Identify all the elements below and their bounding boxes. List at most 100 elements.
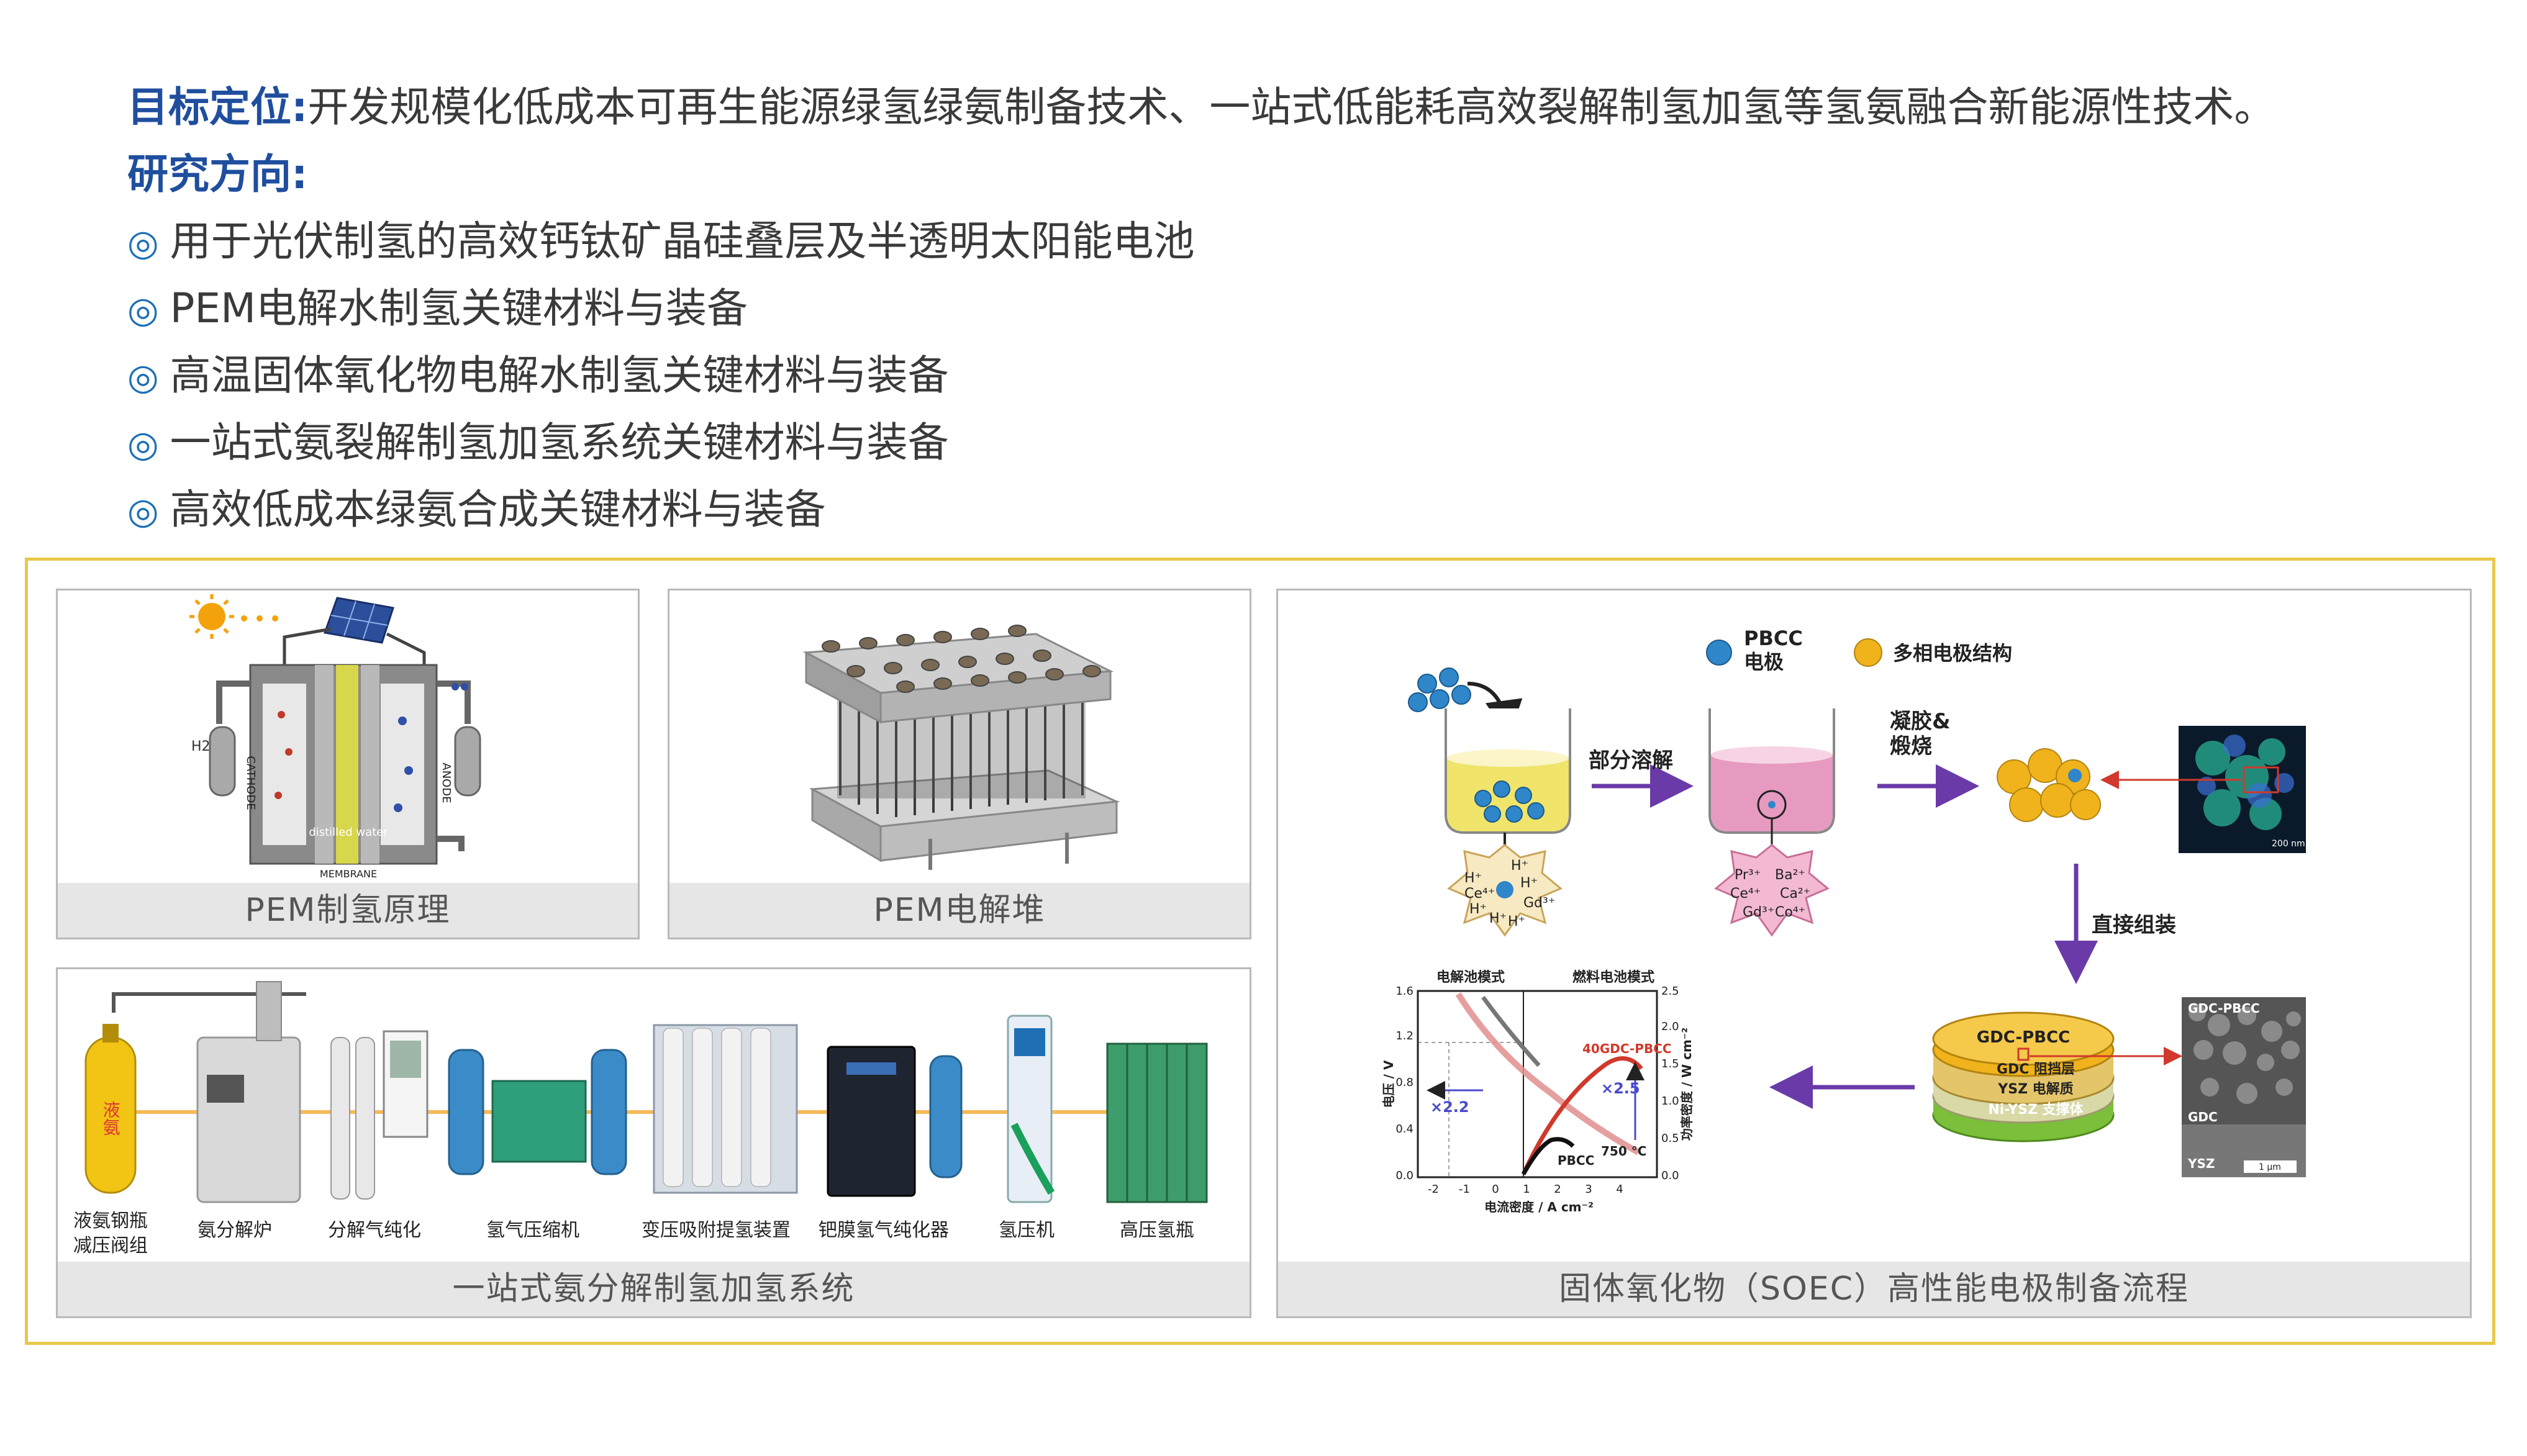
temp-label: 750 °C [1601,1144,1646,1159]
layer-ysz: YSZ 电解质 [1997,1081,2073,1097]
ion-label: Pr³⁺ [1735,867,1761,883]
cracking-furnace-icon [196,981,301,1203]
cell-layers: GDC-PBCC GDC 阻挡层 YSZ 电解质 Ni-YSZ 支撑体 [1932,1011,2115,1142]
equipment-label: 高压氢瓶 [1120,1219,1194,1241]
performance-chart: 电解池模式 燃料电池模式 0.0 0.4 0.8 1.2 1.6 0.0 0.5 [1381,969,1694,1214]
water-label: distilled water [309,826,388,839]
direction-text: 用于光伏制氢的高效钙钛矿晶硅叠层及半透明太阳能电池 [170,217,1195,265]
mode-right: 燃料电池模式 [1572,969,1654,985]
ytick-right: 2.0 [1661,1020,1679,1033]
goal-text: 开发规模化低成本可再生能源绿氢绿氨制备技术、一站式低能耗高效裂解制氢加氢等氢氨融… [307,83,2275,131]
caption-pem-principle: PEM制氢原理 [58,883,638,938]
ammonia-cylinder-icon: 液氨 [84,1024,137,1194]
step-partial-dissolve: 部分溶解 [1589,748,1673,773]
ytick-right: 0.5 [1661,1132,1679,1145]
h2-label: H2 [191,739,211,754]
iv-curve-old [1481,995,1541,1067]
factor-right: ×2.5 [1601,1080,1640,1097]
hydrogen-system-equipment: 液氨 [73,981,1208,1257]
sun-icon [189,594,278,639]
ytick-left: 0.4 [1395,1123,1413,1136]
bullet-icon: ◎ [127,356,159,398]
beaker-pink [1708,708,1835,834]
ion-label: Ce⁴⁺ [1730,886,1761,902]
iv-curve-new [1455,992,1640,1155]
factor-left: ×2.2 [1430,1098,1469,1116]
h2-cylinder-icon [209,726,236,797]
ion-label: Ce⁴⁺ [1464,886,1495,902]
equipment-label: 分解气纯化 [328,1219,421,1241]
ytick-right: 1.5 [1661,1057,1679,1070]
direction-item: ◎ 高温固体氧化物电解水制氢关键材料与装备 [127,348,949,405]
ion-label: Ca²⁺ [1780,886,1810,902]
goal-line: 目标定位:开发规模化低成本可再生能源绿氢绿氨制备技术、一站式低能耗高效裂解制氢加… [127,79,2275,135]
hp-cylinder-rack-icon [1106,1042,1208,1203]
ion-label: H⁺ [1469,902,1487,917]
membrane [336,665,358,864]
palladium-purifier-icon [827,1046,963,1197]
ion-label: Co⁴⁺ [1775,905,1805,920]
psa-unit-icon [653,1024,798,1194]
multiphase-particle-icon [1854,638,1882,667]
ion-label: Gd³⁺ [1743,905,1774,920]
goal-label: 目标定位: [127,83,308,131]
layer-nysz: Ni-YSZ 支撑体 [1988,1102,2084,1118]
pem-principle-diagram: H2 CATHODE ANODE distilled water MEMBRAN… [189,594,481,880]
xtick: -2 [1428,1183,1439,1196]
bullet-icon: ◎ [127,423,159,465]
solar-panel-icon [323,597,394,644]
direction-text: 一站式氨裂解制氢加氢系统关键材料与装备 [170,418,949,466]
ion-label: H⁺ [1489,911,1507,926]
hydrogen-compressor-icon [448,1049,627,1175]
equipment-label: 液氨钢瓶减压阀组 [73,1210,148,1257]
bullet-icon: ◎ [127,289,159,331]
ion-label: H⁺ [1511,858,1528,874]
bullet-icon: ◎ [127,490,159,532]
ytick-left: 0.8 [1395,1076,1413,1089]
power-curve-new [1521,1056,1643,1175]
sem-scale-2: 1 μm [2259,1162,2281,1172]
equipment-label: 氢气压缩机 [486,1219,579,1241]
direction-text: 高温固体氧化物电解水制氢关键材料与装备 [170,351,949,399]
xlabel: 电流密度 / A cm⁻² [1484,1200,1594,1214]
ion-label: H⁺ [1508,914,1525,929]
o2-cylinder-icon [454,726,481,797]
ytick-right: 0.0 [1661,1169,1679,1182]
sem-image-1: 200 nm [2179,726,2306,853]
xtick: 1 [1523,1183,1530,1196]
bullet-icon: ◎ [127,222,159,264]
panel-hydrogen-system: 液氨 [56,967,1251,1318]
ion-label: H⁺ [1464,870,1482,886]
beaker-yellow [1445,708,1571,834]
ylabel-left: 电压 / V [1381,1060,1396,1108]
panel-pem-principle: H2 CATHODE ANODE distilled water MEMBRAN… [56,589,640,939]
sem-label: GDC-PBCC [2188,1001,2260,1016]
membrane-label: MEMBRANE [320,868,377,880]
xtick: 4 [1616,1183,1623,1196]
direction-heading: 研究方向: [127,147,307,202]
anode-label: ANODE [440,762,453,803]
caption-hydrogen-system: 一站式氨分解制氢加氢系统 [58,1262,1250,1316]
equipment-label: 氢压机 [999,1219,1055,1241]
sem-scale-1: 200 nm [2272,839,2305,849]
xtick: 2 [1554,1183,1561,1196]
ion-label: Ba²⁺ [1775,867,1805,883]
panel-pem-stack: PEM电解堆 [668,589,1251,939]
direction-text: PEM电解水制氢关键材料与装备 [170,284,748,332]
direction-item: ◎ 高效低成本绿氨合成关键材料与装备 [127,482,826,539]
direction-label: 研究方向: [127,150,308,198]
ytick-left: 0.0 [1395,1169,1413,1182]
sem-label: GDC [2188,1110,2218,1124]
ytick-left: 1.2 [1395,1029,1413,1042]
ion-label: Gd³⁺ [1523,895,1555,911]
layer-top: GDC-PBCC [1977,1028,2070,1047]
direction-item: ◎ PEM电解水制氢关键材料与装备 [127,281,748,338]
direction-text: 高效低成本绿氨合成关键材料与装备 [170,486,826,533]
ytick-left: 1.6 [1395,985,1413,998]
ion-label: H⁺ [1520,875,1538,891]
caption-soec-process: 固体氧化物（SOEC）高性能电极制备流程 [1278,1262,2470,1316]
series-new-label: 40GDC-PBCC [1582,1041,1672,1056]
